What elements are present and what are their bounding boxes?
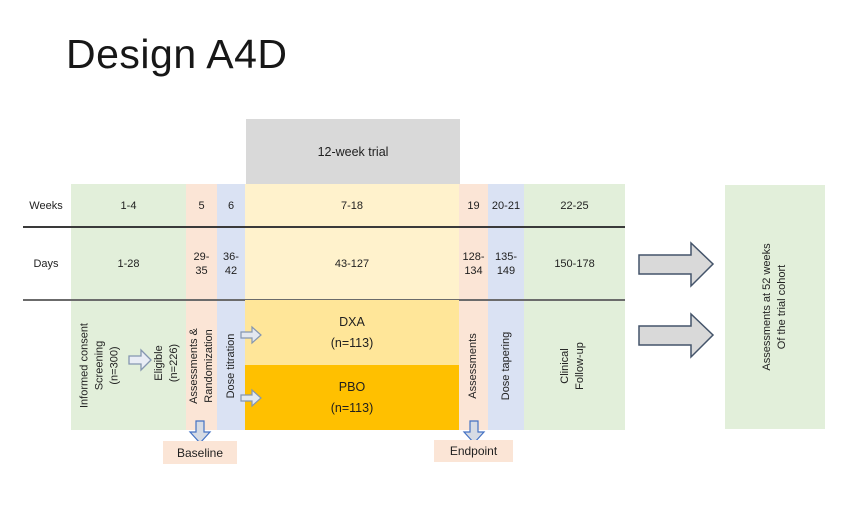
- column-dose-titration: [217, 184, 245, 430]
- assess-rand-line2: Randomization: [203, 329, 215, 403]
- outcome-line2: Of the trial cohort: [776, 264, 788, 350]
- weeks-cell: 19: [467, 199, 480, 212]
- days-cell: 128-134: [462, 250, 485, 277]
- dxa-arm-n: (n=113): [330, 335, 374, 350]
- days-cell: 150-178: [554, 257, 595, 270]
- screening-line2: Screening: [93, 340, 106, 391]
- dxa-arm-box: DXA (n=113): [245, 300, 459, 365]
- column-screening: [71, 184, 186, 430]
- weeks-cell: 6: [227, 199, 235, 212]
- days-cell: 36-42: [223, 250, 239, 277]
- column-assessments: [459, 184, 488, 430]
- eligible-label: Eligible (n=226): [152, 328, 182, 398]
- trial-banner-label: 12-week trial: [317, 144, 389, 159]
- weeks-cell: 7-18: [340, 199, 364, 212]
- dose-tapering-label: Dose tapering: [498, 311, 514, 421]
- assessments-randomization-label: Assessments & Randomization: [187, 311, 217, 421]
- pbo-arm-label: PBO: [338, 379, 366, 394]
- assessments-text: Assessments: [466, 333, 479, 399]
- clinical-line1: Clinical: [559, 348, 571, 384]
- column-dose-tapering: [488, 184, 524, 430]
- eligible-line1: Eligible: [153, 345, 165, 381]
- eligible-line2: (n=226): [168, 343, 180, 383]
- endpoint-marker: Endpoint: [434, 440, 513, 462]
- dxa-arrow-icon: [240, 325, 262, 345]
- weeks-cell: 22-25: [560, 199, 589, 212]
- screening-line3: (n=300): [108, 346, 121, 385]
- outcome-label: Assessments at 52 weeks Of the trial coh…: [757, 222, 793, 392]
- dose-tapering-text: Dose tapering: [499, 331, 512, 401]
- days-row-label: Days: [33, 257, 59, 270]
- pbo-arrow-icon: [240, 388, 262, 408]
- weeks-row-label: Weeks: [29, 199, 63, 212]
- pbo-arm-box: PBO (n=113): [245, 365, 459, 430]
- column-assessments-randomization: [186, 184, 217, 430]
- days-cell: 29-35: [193, 250, 210, 277]
- trial-banner: 12-week trial: [246, 119, 460, 184]
- dxa-arm-label: DXA: [339, 314, 365, 329]
- outcome-line1: Assessments at 52 weeks: [761, 243, 773, 371]
- dose-titration-label: Dose titration: [223, 311, 239, 421]
- outcome-box: [725, 185, 825, 429]
- endpoint-arrow-icon: [462, 420, 486, 444]
- outcome-arrow-bottom-icon: [638, 312, 715, 359]
- weeks-cell: 5: [198, 199, 205, 212]
- weeks-days-divider: [23, 226, 625, 228]
- clinical-followup-label: Clinical Follow-up: [557, 311, 589, 421]
- baseline-marker: Baseline: [163, 441, 237, 464]
- column-clinical-followup: [524, 184, 625, 430]
- assess-rand-line1: Assessments &: [188, 328, 200, 404]
- days-cell: 43-127: [334, 257, 370, 270]
- days-cell: 135-149: [494, 250, 518, 277]
- days-cell: 1-28: [117, 257, 140, 270]
- weeks-cell: 1-4: [120, 199, 137, 212]
- weeks-cell: 20-21: [491, 199, 521, 212]
- outcome-arrow-top-icon: [638, 241, 715, 288]
- baseline-arrow-icon: [188, 420, 212, 444]
- assessments-label: Assessments: [465, 311, 481, 421]
- screening-label: Informed consent Screening (n=300): [78, 301, 123, 431]
- clinical-line2: Follow-up: [574, 342, 586, 390]
- pbo-arm-n: (n=113): [330, 400, 374, 415]
- screening-line1: Informed consent: [78, 323, 91, 408]
- dose-titration-text: Dose titration: [224, 333, 237, 399]
- eligible-arrow-icon: [128, 348, 152, 372]
- page-title: Design A4D: [66, 31, 288, 77]
